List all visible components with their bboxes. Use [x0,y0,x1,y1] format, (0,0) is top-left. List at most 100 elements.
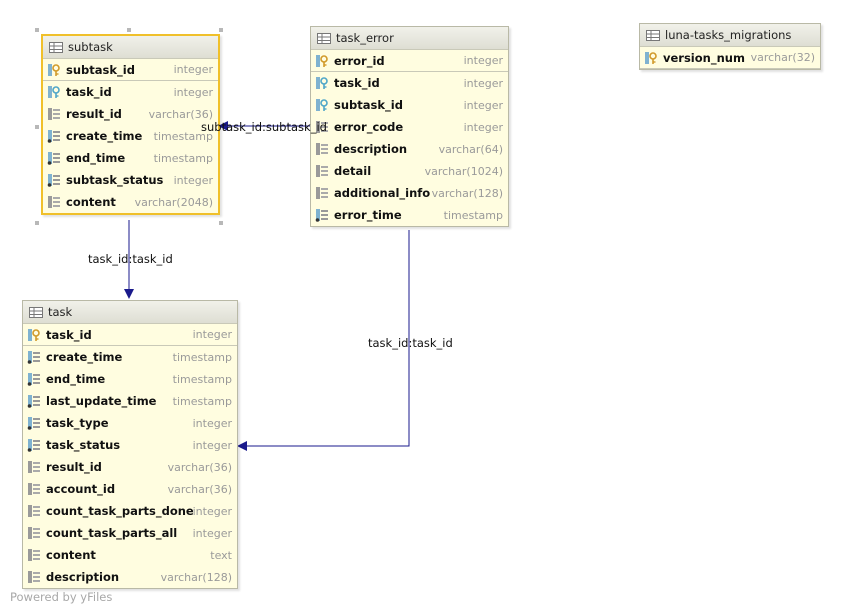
column-name: result_id [46,460,102,474]
column-name: account_id [46,482,116,496]
column-icon [316,121,328,133]
column-name: end_time [46,372,106,386]
selection-handle[interactable] [35,28,39,32]
table-header: task [23,301,237,324]
column-name: count_task_parts_all [46,526,178,540]
column-type: timestamp [172,394,232,408]
column-type: varchar(36) [167,460,232,474]
indexed-column-icon [27,439,40,452]
column-row[interactable]: detail varchar(1024) [311,160,508,182]
indexed-column-icon [315,209,328,222]
column-icon [28,505,40,517]
column-type: varchar(64) [438,142,503,156]
selection-handle[interactable] [127,28,131,32]
column-row[interactable]: error_time timestamp [311,204,508,226]
column-type: varchar(128) [160,570,232,584]
primary-key-icon [645,51,657,64]
column-row[interactable]: result_id varchar(36) [43,103,218,125]
column-row[interactable]: result_id varchar(36) [23,456,237,478]
column-name: error_time [334,208,402,222]
column-type: integer [463,76,503,90]
column-type: varchar(36) [148,107,213,121]
column-name: additional_info [334,186,431,200]
column-name: result_id [66,107,122,121]
column-type: timestamp [153,151,213,165]
column-type: timestamp [153,129,213,143]
column-type: varchar(128) [431,186,503,200]
column-icon [28,571,40,583]
column-type: timestamp [172,350,232,364]
selection-handle[interactable] [35,221,39,225]
primary-key-icon [316,54,328,67]
table-title: luna-tasks_migrations [665,28,792,42]
table-icon [646,29,660,41]
selection-handle[interactable] [35,125,39,129]
column-name: task_id [66,85,112,99]
indexed-column-icon [27,417,40,430]
table-icon [49,41,63,53]
column-name: detail [334,164,372,178]
column-row[interactable]: task_id integer [43,81,218,103]
column-type: varchar(1024) [424,164,503,178]
column-row[interactable]: task_id integer [311,72,508,94]
column-type: text [210,548,232,562]
column-type: integer [463,120,503,134]
column-row[interactable]: error_code integer [311,116,508,138]
column-type: integer [192,504,232,518]
selection-handle[interactable] [219,28,223,32]
column-type: varchar(2048) [134,195,213,209]
column-name: task_type [46,416,109,430]
table-header: luna-tasks_migrations [640,24,820,47]
column-type: integer [192,438,232,452]
column-name: error_id [334,53,385,68]
column-type: varchar(32) [750,51,815,64]
table-header: subtask [43,36,218,59]
column-icon [316,187,328,199]
column-icon [28,483,40,495]
column-name: task_id [334,76,380,90]
column-type: timestamp [443,208,503,222]
column-name: subtask_id [334,98,403,112]
indexed-column-icon [47,130,60,143]
column-row[interactable]: end_time timestamp [43,147,218,169]
selection-handle[interactable] [219,221,223,225]
edge-task-error-task[interactable] [237,230,410,451]
table-title: subtask [68,40,113,54]
column-name: end_time [66,151,126,165]
primary-key-icon [48,63,60,76]
column-icon [48,108,60,120]
foreign-key-icon [316,77,328,89]
column-type: integer [192,328,232,341]
foreign-key-icon [48,86,60,98]
column-icon [28,549,40,561]
column-name: error_code [334,120,404,134]
column-type: integer [173,85,213,99]
column-name: subtask_status [66,173,164,187]
foreign-key-icon [316,99,328,111]
